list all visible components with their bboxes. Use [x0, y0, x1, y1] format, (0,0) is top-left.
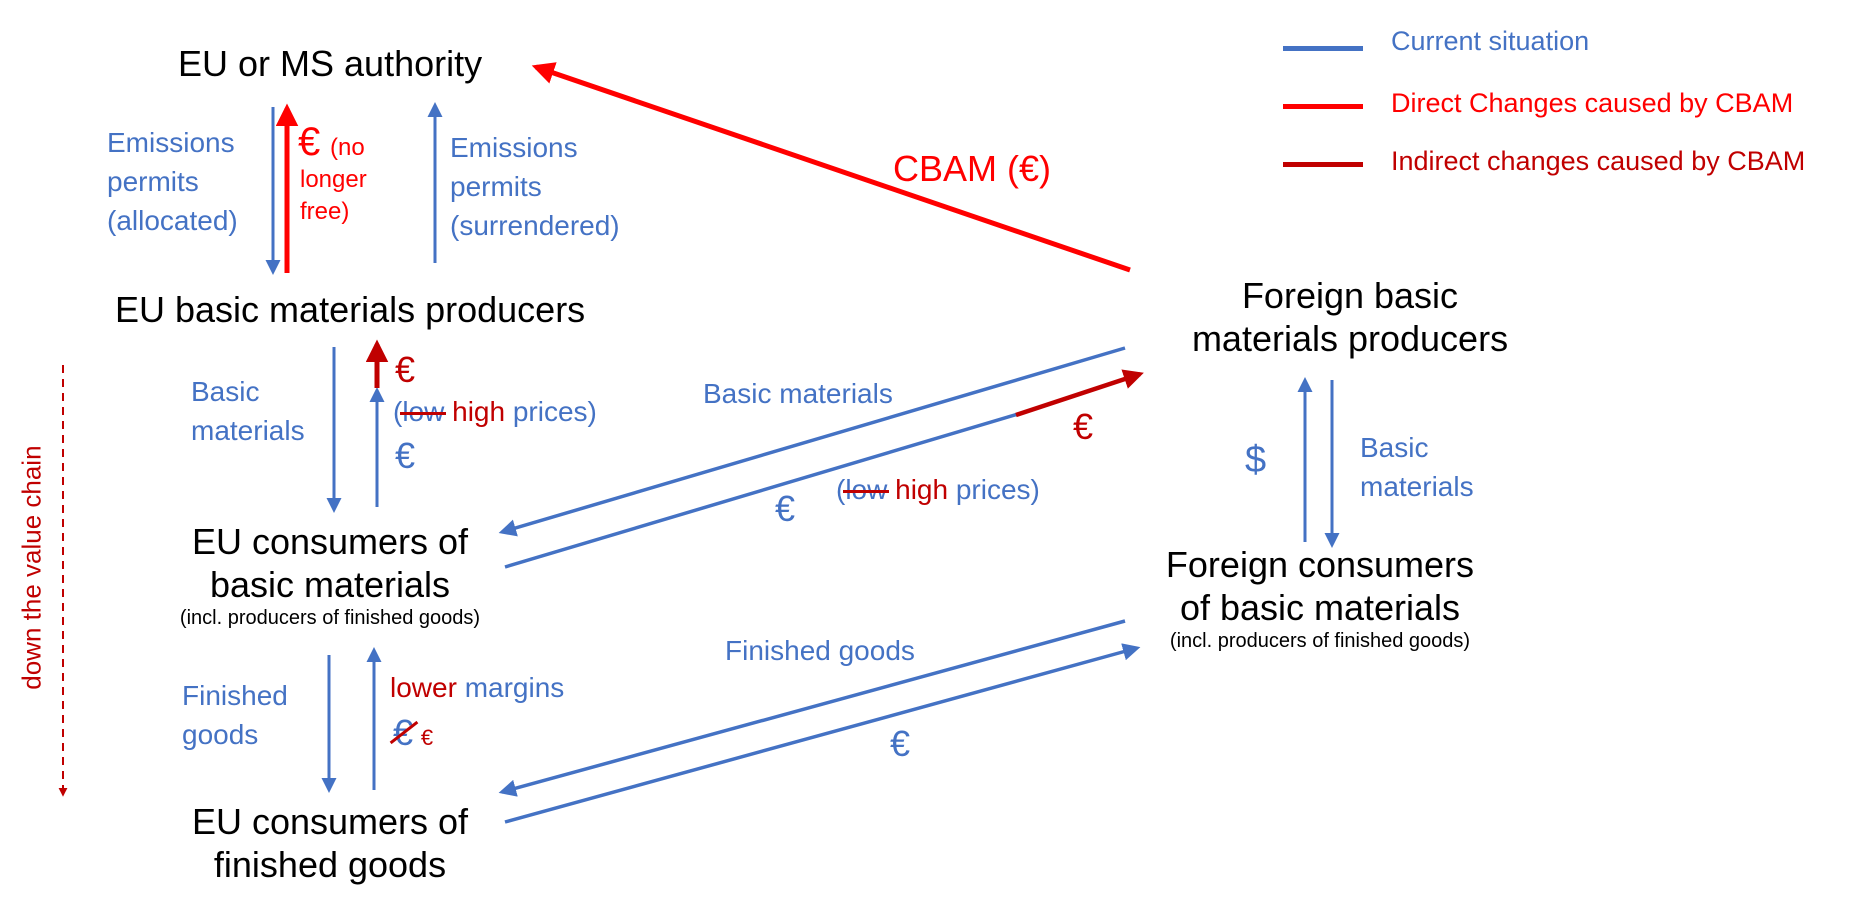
label-high: high [452, 396, 506, 427]
node-eu-final-line2: finished goods [213, 844, 447, 886]
arrow-basic-materials-import [498, 346, 1126, 537]
arrow-euro-to-foreign-indirect [1015, 369, 1144, 418]
label-permits-allocated: Emissions permits (allocated) [107, 127, 238, 236]
strikethrough-low: low [400, 396, 447, 427]
node-eu-final-line1: EU consumers of [191, 801, 469, 842]
node-eu-consumers-note: (incl. producers of finished goods) [179, 607, 481, 630]
label-no-longer-free: (no longer free) [300, 134, 367, 225]
node-authority: EU or MS authority [178, 43, 483, 84]
label-prices-eu: (low high prices) [393, 396, 597, 427]
arrow-euro-to-foreign [504, 412, 1019, 569]
label-cbam: CBAM (€) [893, 148, 1052, 189]
label-basic-materials-import: Basic materials [703, 378, 893, 409]
node-eu-consumers-line2: basic materials [209, 564, 451, 606]
label-dollar: $ [1245, 439, 1267, 481]
arrow-cbam [531, 62, 1131, 273]
slashed-euro: € [393, 712, 414, 753]
label-prices-import: (low high prices) [836, 474, 1040, 505]
label-euro-import: € [775, 488, 796, 529]
legend-label-direct: Direct Changes caused by CBAM [1391, 88, 1794, 118]
label-euro-direct: € [298, 120, 321, 164]
label-finished-goods-eu: Finished goods [182, 680, 288, 750]
node-foreign-producers-line1: Foreign basic [1241, 275, 1459, 316]
legend-label-indirect: Indirect changes caused by CBAM [1391, 146, 1806, 176]
node-foreign-consumers-note: (incl. producers of finished goods) [1169, 630, 1471, 653]
node-foreign-consumers-line2: of basic materials [1179, 587, 1461, 629]
label-euro-indirect-eu: € [395, 349, 416, 390]
label-euro-eu: € [395, 435, 416, 476]
arrow-finished-goods-import [498, 619, 1126, 797]
label-euro-margins: € € [393, 711, 433, 754]
node-eu-producers: EU basic materials producers [115, 289, 586, 330]
label-basic-materials-foreign: Basic materials [1360, 432, 1474, 502]
label-basic-materials-eu: Basic materials [191, 376, 305, 446]
label-euro-indirect-import: € [1073, 406, 1094, 447]
small-euro: € [420, 725, 434, 750]
node-foreign-consumers: Foreign consumers of basic materials (in… [1130, 543, 1510, 653]
legend-line-current [1283, 46, 1363, 51]
label-lower-margins: lower margins [390, 672, 565, 703]
node-foreign-consumers-line1: Foreign consumers [1165, 544, 1475, 585]
arrow-euro-finished-to-foreign [504, 643, 1141, 824]
label-value-chain: down the value chain [16, 445, 47, 690]
node-foreign-producers: Foreign basic materials producers [1160, 274, 1540, 360]
node-eu-consumers: EU consumers of basic materials (incl. p… [170, 520, 490, 630]
node-eu-consumers-line1: EU consumers of [191, 521, 469, 562]
strikethrough-low-import: low [843, 474, 890, 505]
legend-line-direct [1283, 104, 1363, 109]
label-finished-goods-import: Finished goods [725, 635, 915, 666]
label-permits-surrendered: Emissions permits (surrendered) [450, 132, 620, 241]
node-foreign-producers-line2: materials producers [1191, 318, 1509, 360]
node-eu-final-consumers: EU consumers of finished goods [170, 800, 490, 886]
label-euro-finished: € [890, 723, 911, 764]
legend-label-current: Current situation [1391, 26, 1590, 56]
legend-line-indirect [1283, 162, 1363, 167]
label-high-import: high [895, 474, 949, 505]
